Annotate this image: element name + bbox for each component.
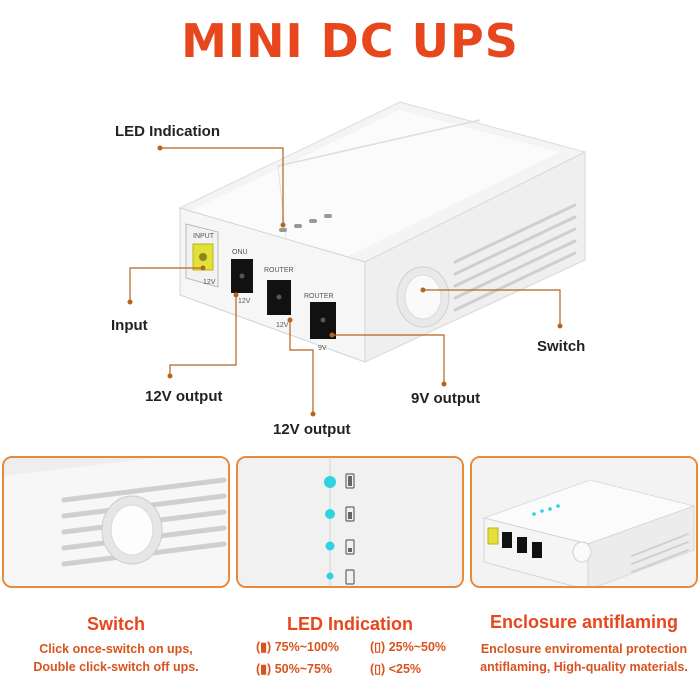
callout-input: Input (111, 317, 148, 334)
caption-title-led: LED Indication (287, 614, 413, 634)
svg-text:12V: 12V (276, 322, 289, 329)
input-port: INPUT 12V (185, 223, 219, 288)
led-closeup-illustration (238, 458, 462, 586)
svg-text:ROUTER: ROUTER (264, 267, 294, 274)
panel-enclosure (470, 456, 698, 588)
panel-switch-closeup (2, 456, 230, 588)
battery-half-icon: (▮) (256, 662, 272, 676)
callout-9v-output: 9V output (411, 390, 481, 407)
legend-item-50-75: (▮) 50%~75% (256, 662, 333, 676)
svg-text:9V: 9V (318, 345, 327, 352)
panel-led-closeup (236, 456, 464, 588)
legend-item-25-50: (▯) 25%~50% (370, 640, 447, 654)
caption-title-enclosure: Enclosure antiflaming (489, 612, 679, 632)
callout-led-indication: LED Indication (115, 123, 220, 140)
legend-item-75-100: (▮) 75%~100% (256, 640, 339, 654)
battery-low-icon: (▯) (370, 640, 386, 654)
switch-button-illustration (396, 266, 450, 328)
svg-text:ROUTER: ROUTER (304, 293, 334, 300)
caption-text-switch: Click once-switch on ups, Double click-s… (2, 640, 230, 676)
caption-line: Double click-switch off ups. (33, 660, 199, 674)
svg-text:ONU: ONU (232, 249, 248, 256)
router-12v-port: ROUTER 12V (264, 267, 294, 329)
callout-12v-output-router: 12V output (273, 421, 351, 438)
enclosure-illustration (472, 458, 696, 586)
svg-text:12V: 12V (203, 279, 216, 286)
svg-text:12V: 12V (238, 298, 251, 305)
svg-text:INPUT: INPUT (193, 233, 215, 240)
ups-product-illustration: INPUT 12V ONU 12V ROUTER 12V ROUTER 9V (127, 101, 587, 417)
page-title: MINI DC UPS (181, 14, 519, 68)
battery-empty-icon: (▯) (370, 662, 386, 676)
led-indicator-dots (279, 214, 332, 232)
legend-item-under-25: (▯) <25% (370, 662, 422, 676)
switch-closeup-illustration (4, 458, 228, 586)
onu-port: ONU 12V (231, 249, 253, 305)
caption-line: Enclosure enviromental protection (480, 642, 688, 656)
caption-line: antiflaming, High-quality materials. (480, 660, 688, 674)
caption-line: Click once-switch on ups, (39, 642, 193, 656)
battery-full-icon: (▮) (256, 640, 272, 654)
callout-12v-output-onu: 12V output (145, 388, 223, 405)
vent-slots (453, 203, 577, 312)
callout-switch: Switch (537, 338, 586, 355)
caption-text-enclosure: Enclosure enviromental protection antifl… (470, 640, 698, 676)
caption-title-switch: Switch (86, 614, 145, 634)
